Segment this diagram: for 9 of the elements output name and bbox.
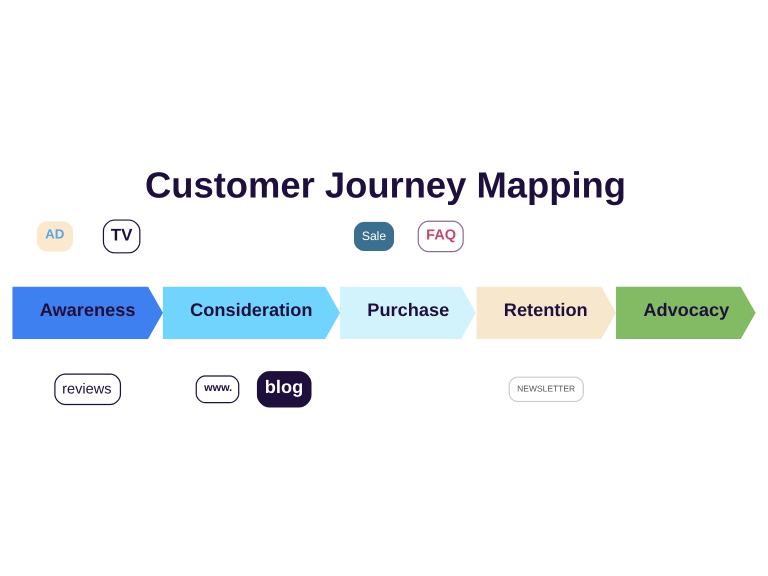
diagram-title: Customer Journey Mapping [144,164,626,206]
label: FAQ [426,228,456,244]
label: Sale [362,229,386,244]
label: reviews [62,382,112,398]
label: www. [204,382,232,394]
label: AD [45,226,64,242]
label: TV [110,225,132,244]
label: blog [264,376,304,397]
label: NEWSLETTER [517,383,576,394]
